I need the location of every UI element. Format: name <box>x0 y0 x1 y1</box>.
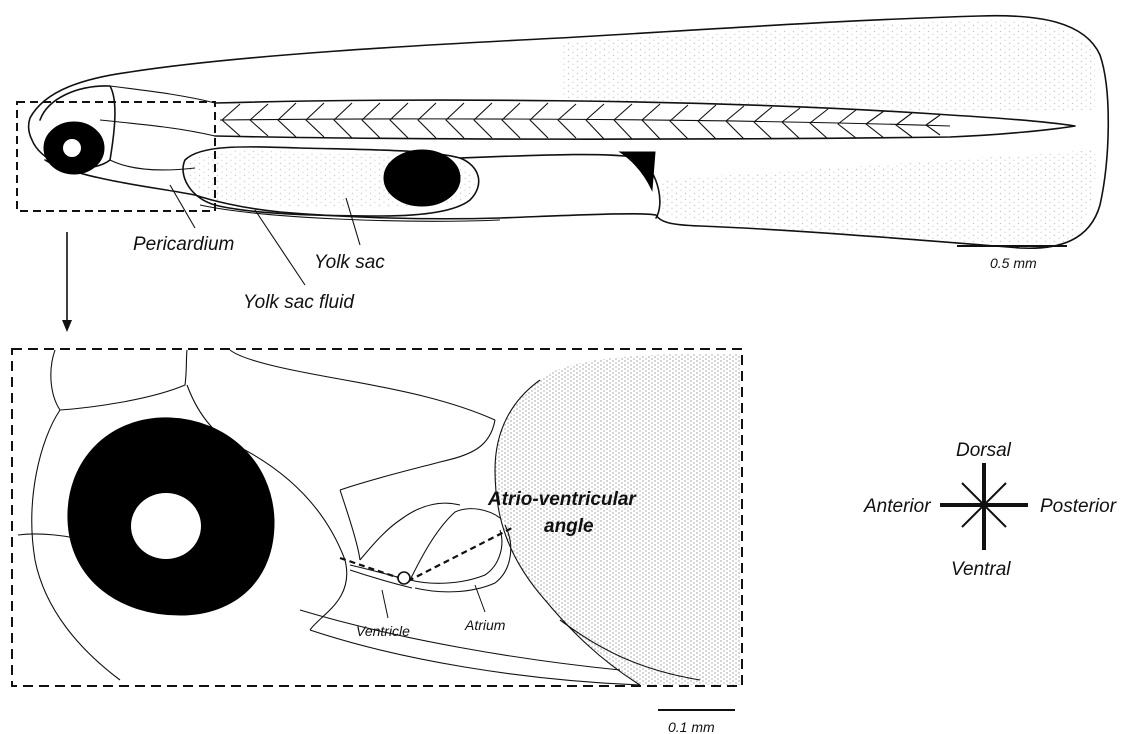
inset-arrow-head <box>62 320 72 332</box>
label-yolk-sac: Yolk sac <box>314 252 385 273</box>
yolk-stipple-region <box>495 354 741 685</box>
label-atrium: Atrium <box>464 617 506 633</box>
compass-posterior: Posterior <box>1040 496 1117 517</box>
inset-magnified: Atrio-ventricular angle Ventricle Atrium… <box>12 349 742 734</box>
fin-stipple-ventral <box>660 150 1096 244</box>
pointer-pericardium <box>170 185 195 228</box>
heart-inner-loop <box>360 503 460 560</box>
compass-dorsal: Dorsal <box>956 440 1012 461</box>
label-ventricle: Ventricle <box>356 623 410 639</box>
lens-inset <box>131 493 201 559</box>
pericardium-outline <box>340 420 495 560</box>
scale-label-top: 0.5 mm <box>990 255 1037 271</box>
pointer-atrium <box>475 585 485 612</box>
av-angle-vertex <box>398 572 410 584</box>
lens <box>63 139 81 157</box>
label-av-angle-line1: Atrio-ventricular <box>487 489 637 510</box>
atrium-chamber <box>410 525 511 592</box>
orientation-compass: Dorsal Ventral Anterior Posterior <box>863 440 1117 580</box>
scale-label-bottom: 0.1 mm <box>668 719 715 734</box>
label-yolk-sac-fluid: Yolk sac fluid <box>243 292 355 313</box>
label-pericardium: Pericardium <box>133 234 234 255</box>
ventricle-chamber <box>350 509 500 588</box>
yolk-extension <box>460 155 660 218</box>
compass-ventral: Ventral <box>951 559 1011 580</box>
compass-anterior: Anterior <box>863 496 931 517</box>
pigment-spot <box>620 152 655 190</box>
yolk-sac-dark-mass <box>384 150 460 206</box>
pointer-yolk-sac-fluid <box>255 210 305 285</box>
pointer-ventricle <box>382 590 388 618</box>
label-av-angle-line2: angle <box>544 516 594 537</box>
larva-overview: Pericardium Yolk sac Yolk sac fluid 0.5 … <box>17 16 1108 332</box>
